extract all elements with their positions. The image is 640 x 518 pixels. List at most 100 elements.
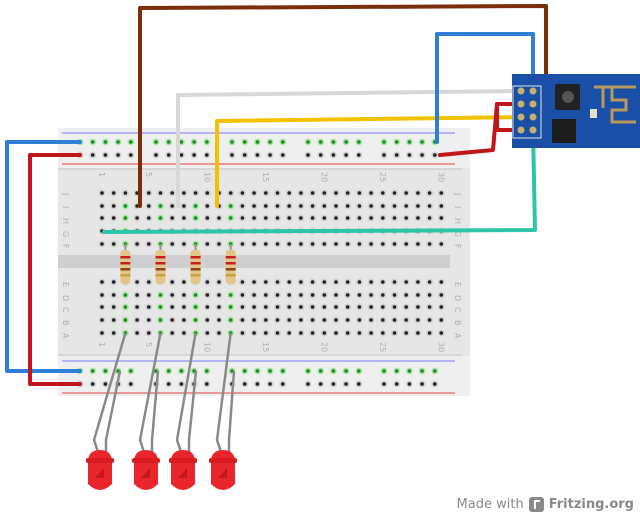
breadboard-hole-pin [242, 369, 247, 373]
resistor-band [155, 256, 166, 259]
breadboard-hole-pin [281, 382, 285, 386]
breadboard-hole-pin [158, 305, 163, 309]
breadboard-hole-pin [166, 140, 171, 144]
led-body [211, 450, 235, 490]
breadboard-hole-pin [182, 318, 186, 322]
column-number-label: 25 [378, 342, 387, 352]
led-body [88, 450, 112, 490]
breadboard-hole-pin [100, 293, 104, 297]
breadboard-hole-pin [345, 204, 350, 208]
breadboard-hole-pin [240, 293, 245, 297]
breadboard-hole-pin [193, 216, 198, 220]
row-label-left: J [61, 192, 70, 195]
breadboard-hole-pin [299, 216, 303, 220]
breadboard-hole-pin [255, 153, 260, 157]
breadboard-hole-pin [299, 305, 303, 309]
row-label-right: I [453, 206, 462, 208]
breadboard-hole-pin [147, 331, 151, 335]
led-rim [132, 458, 160, 463]
breadboard-hole-pin [427, 204, 432, 208]
breadboard-hole-pin [299, 242, 303, 246]
breadboard-hole-pin [170, 293, 174, 297]
breadboard-hole-pin [255, 382, 260, 386]
resistor-band [190, 256, 201, 259]
breadboard-hole-pin [240, 318, 245, 322]
led-body [171, 450, 195, 490]
breadboard-hole-pin [287, 204, 292, 208]
wire-yellow [215, 115, 535, 208]
breadboard-hole-pin [123, 216, 128, 220]
breadboard-hole-pin [369, 318, 373, 322]
wire-white [176, 89, 523, 208]
breadboard-hole-pin [331, 153, 336, 157]
resistor-band [155, 274, 166, 277]
breadboard-hole-pin [427, 318, 432, 322]
wire-red-rail [28, 153, 82, 386]
column-number-label: 5 [144, 342, 153, 347]
breadboard-hole-pin [111, 331, 116, 335]
breadboard-hole-pin [334, 318, 338, 322]
breadboard-hole-pin [420, 369, 424, 373]
led-lead-short [227, 370, 236, 452]
resistor-body [225, 250, 236, 284]
breadboard-hole-pin [281, 153, 285, 157]
breadboard-hole-pin [205, 305, 210, 309]
fritzing-logo-icon [528, 496, 544, 512]
breadboard-hole-pin [217, 318, 221, 322]
row-label-left: F [61, 244, 70, 249]
breadboard-hole-pin [264, 293, 268, 297]
breadboard-hole-pin [111, 293, 116, 297]
breadboard-hole-pin [345, 318, 350, 322]
breadboard-hole-pin [287, 280, 292, 284]
row-label-left: A [61, 333, 70, 339]
breadboard-hole-pin [205, 242, 210, 246]
breadboard-hole-pin [116, 140, 120, 144]
breadboard-hole-pin [90, 369, 95, 373]
breadboard-hole-pin [228, 293, 233, 297]
led-die [218, 468, 227, 478]
breadboard-hole-pin [205, 204, 210, 208]
breadboard-hole-pin [322, 318, 327, 322]
breadboard-hole-pin [287, 242, 292, 246]
resistor-band [120, 262, 131, 265]
esp01-module [512, 74, 640, 148]
breadboard-hole-pin [158, 191, 163, 195]
breadboard-hole-pin [334, 293, 338, 297]
breadboard-hole-pin [268, 153, 272, 157]
breadboard-hole-pin [345, 242, 350, 246]
breadboard-hole-pin [228, 216, 233, 220]
breadboard-hole-pin [357, 305, 362, 309]
breadboard-hole-pin [147, 305, 151, 309]
breadboard-hole-pin [404, 280, 409, 284]
breadboard-hole-pin [433, 382, 437, 386]
led-die [178, 468, 187, 478]
breadboard-hole-pin [252, 216, 256, 220]
fritzing-brand: Fritzing.org [548, 496, 634, 512]
breadboard-hole-pin [154, 140, 158, 144]
breadboard-hole-pin [427, 191, 432, 195]
resistor-band [225, 256, 236, 259]
resistor-body [190, 250, 201, 284]
led-lead-short [104, 370, 122, 452]
breadboard-hole-pin [392, 216, 397, 220]
center-channel [58, 255, 450, 268]
esp01-header-outline [512, 85, 542, 139]
led-lead-long [138, 332, 162, 453]
breadboard-hole-pin [306, 140, 310, 144]
breadboard-hole-pin [299, 318, 303, 322]
breadboard-hole-pin [252, 318, 256, 322]
breadboard-hole-pin [252, 305, 256, 309]
breadboard-hole-pin [103, 153, 108, 157]
breadboard-hole-pin [287, 216, 292, 220]
breadboard-hole-pin [416, 293, 420, 297]
breadboard-hole-pin [334, 191, 338, 195]
breadboard-hole-pin [252, 204, 256, 208]
breadboard-hole-pin [416, 216, 420, 220]
breadboard-hole-pin [322, 280, 327, 284]
breadboard-hole-pin [427, 331, 432, 335]
breadboard-hole-pin [205, 191, 210, 195]
breadboard-hole-pin [407, 140, 412, 144]
breadboard-hole-pin [182, 191, 186, 195]
breadboard-hole-pin [369, 191, 373, 195]
